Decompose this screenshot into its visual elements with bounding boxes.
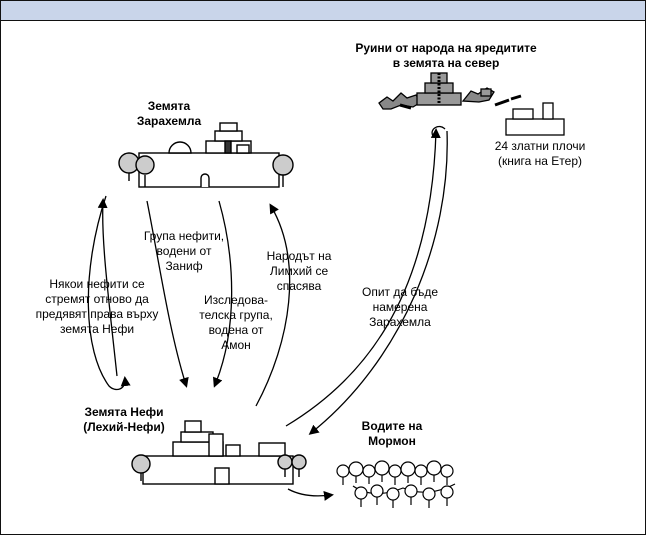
arrow-limhi-escape	[255, 203, 291, 407]
arrow-back-to-zarahemla	[97, 198, 118, 377]
zarahemla-gate	[200, 173, 210, 187]
label-zeniff-group: Група нефити, водени от Заниф	[143, 229, 225, 273]
nephi-city-illustration	[131, 420, 307, 485]
nephi-hut	[225, 444, 241, 457]
arrow-ammon	[213, 200, 233, 388]
arrow-to-mormon	[287, 488, 334, 501]
nephi-tower	[208, 433, 224, 457]
label-gold-plates: 24 златни плочи (книга на Етер)	[494, 139, 586, 168]
nephi-temple-top	[184, 420, 202, 433]
zarahemla-hut	[236, 144, 250, 154]
nephi-gate	[214, 467, 230, 485]
nephi-tree-1	[131, 454, 151, 474]
label-some-nephites: Някои нефити се стремят отново да предяв…	[35, 277, 159, 336]
zarahemla-tree-3	[272, 154, 294, 176]
header-bar	[1, 1, 645, 21]
waters-of-mormon-illustration	[336, 460, 456, 508]
label-search-party: Опит да бъде намерена Зарахемла	[361, 285, 439, 329]
zarahemla-temple-top	[219, 122, 238, 132]
arrow-return-to-nephi	[308, 130, 448, 435]
gold-plates-illustration	[505, 102, 565, 136]
label-waters-of-mormon: Водите на Мормон	[361, 419, 423, 448]
zarahemla-tree-2	[135, 155, 155, 175]
zarahemla-dome	[168, 141, 192, 154]
label-land-of-nephi: Земята Нефи (Лехий-Нефи)	[83, 405, 165, 434]
nephi-temple-mid	[180, 431, 214, 443]
label-ammon-group: Изследова- телска група, водена от Амон	[199, 293, 273, 352]
zarahemla-city-illustration	[118, 122, 294, 188]
zarahemla-temple-mid	[214, 130, 243, 142]
arrow-zeniff	[146, 200, 189, 388]
nephi-tree-2	[277, 454, 293, 470]
jaredite-ruins-illustration	[378, 72, 522, 110]
arrow-some-nephites	[87, 195, 131, 391]
nephi-tree-3	[291, 454, 307, 470]
ring-at-ruins	[431, 125, 446, 137]
label-limhi-escape: Народът на Лимхий се спасява	[266, 249, 332, 293]
label-jaredite-ruins: Руини от народа на яредитите в земята на…	[355, 41, 537, 70]
nephi-house	[258, 442, 286, 457]
arrow-search-party	[285, 128, 441, 427]
label-zarahemla: Земята Зарахемла	[136, 99, 202, 128]
zarahemla-stairs	[224, 140, 232, 154]
